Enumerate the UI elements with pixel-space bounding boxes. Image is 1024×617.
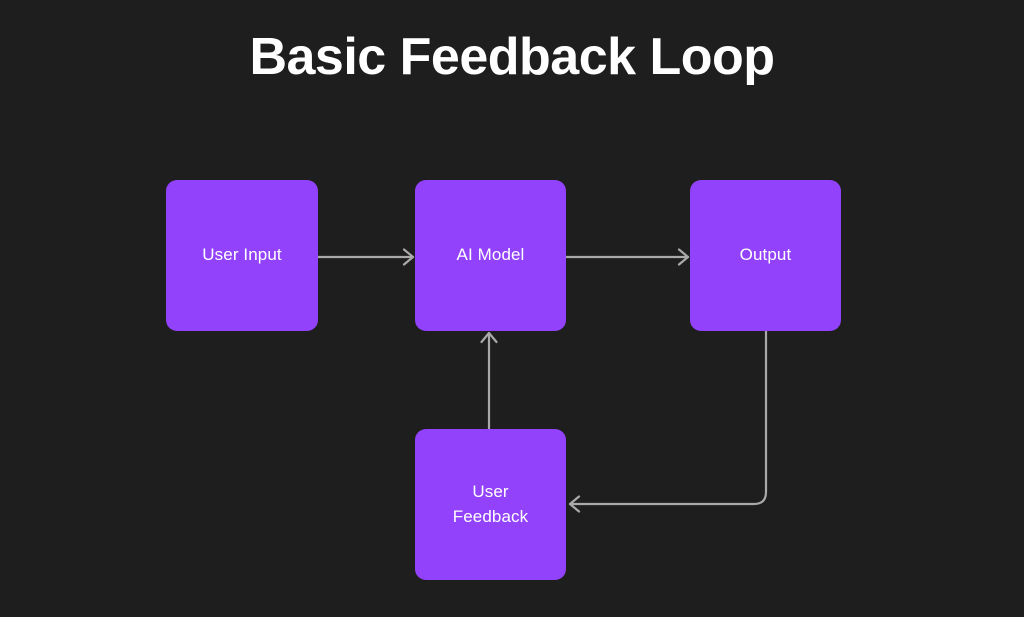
node-user-feedback-label-line1: User	[472, 482, 508, 501]
connector-user-feedback-to-ai-model	[482, 333, 497, 429]
node-ai-model-label: AI Model	[457, 243, 525, 268]
connector-user-input-to-ai-model	[318, 250, 413, 265]
node-user-feedback[interactable]: User Feedback	[415, 429, 566, 580]
node-user-input[interactable]: User Input	[166, 180, 318, 331]
page-title: Basic Feedback Loop	[0, 28, 1024, 88]
node-user-feedback-label: User Feedback	[453, 480, 528, 529]
node-user-input-label: User Input	[202, 243, 281, 268]
connector-ai-model-to-output	[566, 250, 688, 265]
connector-output-to-user-feedback	[570, 331, 766, 512]
node-user-feedback-label-line2: Feedback	[453, 507, 528, 526]
node-output[interactable]: Output	[690, 180, 841, 331]
node-ai-model[interactable]: AI Model	[415, 180, 566, 331]
node-output-label: Output	[740, 243, 792, 268]
